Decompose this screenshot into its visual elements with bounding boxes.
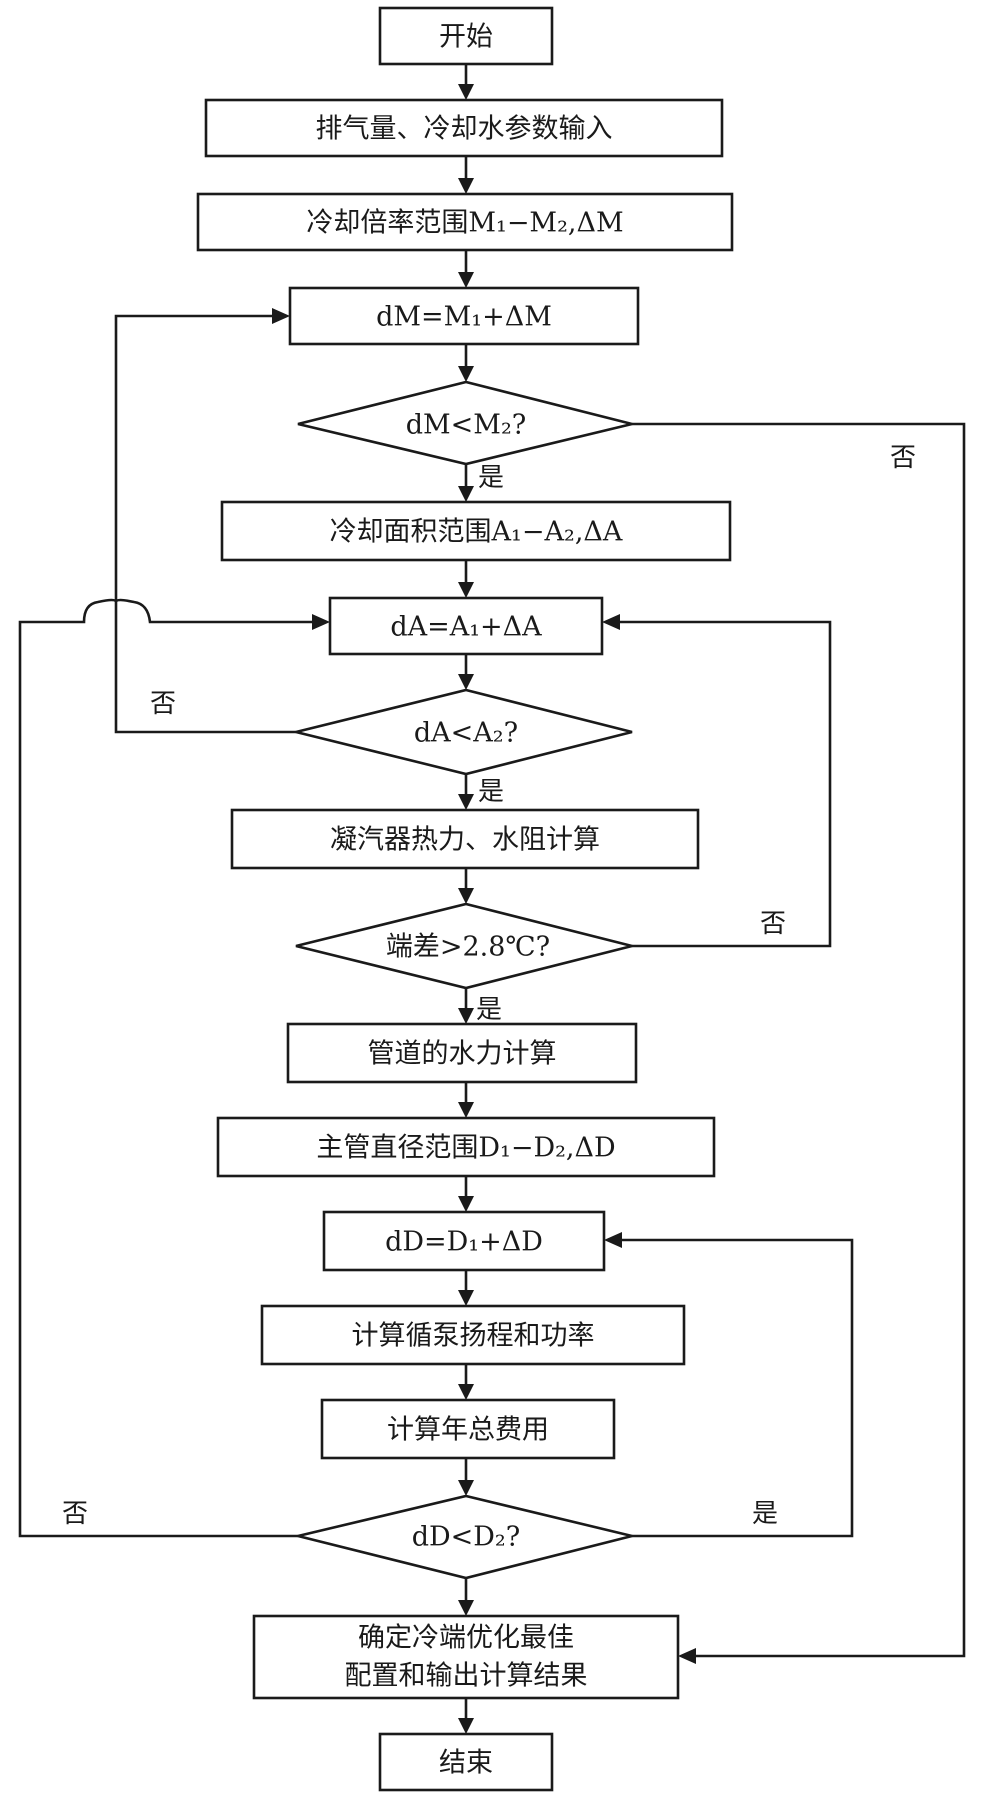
pump-calc-node: [260, 1304, 686, 1366]
step-a-node: [328, 596, 604, 656]
arrowhead: [602, 614, 620, 630]
step-a-node-label: dA=A₁+ΔA: [390, 612, 542, 643]
start-node-label: 开始: [439, 22, 493, 53]
end-node-label: 结束: [439, 1748, 493, 1779]
arrowhead: [458, 1102, 474, 1118]
check-a-decision: [295, 688, 633, 776]
flowchart-edges: [18, 64, 966, 1734]
arrowhead: [458, 1196, 474, 1212]
pipe-calc-node-label: 管道的水力计算: [368, 1039, 557, 1070]
cost-calc-node: [320, 1398, 616, 1460]
arrowhead: [604, 1232, 622, 1248]
arrowhead: [458, 794, 474, 810]
range-a-node-label: 冷却面积范围A₁−A₂,ΔA: [330, 517, 623, 548]
step-d-node-label: dD=D₁+ΔD: [385, 1227, 543, 1258]
check-d-yes-label: 是: [752, 1499, 778, 1529]
pump-calc-node-label: 计算循泵扬程和功率: [352, 1321, 595, 1352]
input-node-label: 排气量、冷却水参数输入: [316, 114, 613, 145]
arrowhead: [458, 1480, 474, 1496]
arrowhead: [458, 486, 474, 502]
check-a-no-label: 否: [150, 689, 176, 719]
edge-check-td-no-loop: [618, 620, 832, 948]
range-d-node-label: 主管直径范围D₁−D₂,ΔD: [316, 1133, 615, 1164]
check-td-yes-label: 是: [476, 995, 502, 1025]
check-m-no-label: 否: [890, 443, 916, 473]
arrowhead: [458, 1600, 474, 1616]
arrowhead: [458, 272, 474, 288]
arrowhead: [458, 582, 474, 598]
edge-check-d-yes-loop: [620, 1238, 854, 1538]
result-node-label-line1: 确定冷端优化最佳: [358, 1623, 574, 1654]
check-td-decision: [295, 902, 633, 990]
check-a-decision-label: dA<A₂?: [414, 718, 518, 749]
check-d-decision-label: dD<D₂?: [412, 1522, 521, 1553]
arrowhead: [458, 1718, 474, 1734]
input-node: [204, 98, 724, 158]
check-td-no-label: 否: [760, 909, 786, 939]
edge-check-m-no-loop: [632, 422, 966, 1658]
end-node: [378, 1732, 554, 1792]
arrowhead: [458, 674, 474, 690]
arrowhead: [458, 888, 474, 904]
check-d-decision: [297, 1494, 633, 1580]
flowchart-nodes: 开始 排气量、冷却水参数输入 冷却倍率范围M₁−M₂,ΔM dM=M₁+ΔM d…: [196, 6, 734, 1792]
arrowhead: [458, 1008, 474, 1024]
arrowhead: [458, 1290, 474, 1306]
start-node: [378, 6, 554, 66]
check-td-decision-label: 端差>2.8℃?: [386, 932, 550, 963]
range-a-node: [220, 500, 732, 562]
pipe-calc-node: [286, 1022, 638, 1084]
arrowhead: [458, 178, 474, 194]
step-m-node-label: dM=M₁+ΔM: [376, 302, 552, 333]
step-d-node: [322, 1210, 606, 1272]
edge-labels: 是 否 是 否 是 否 是 否: [62, 443, 916, 1529]
range-m-node-label: 冷却倍率范围M₁−M₂,ΔM: [306, 208, 623, 239]
range-m-node: [196, 192, 734, 252]
arrowhead: [458, 1384, 474, 1400]
arrowhead: [458, 366, 474, 382]
result-node-label-line2: 配置和输出计算结果: [345, 1661, 588, 1692]
arrowhead: [312, 614, 330, 630]
edge-check-a-no-loop: [114, 314, 296, 734]
check-d-no-label: 否: [62, 1499, 88, 1529]
edge-check-d-no-loop: [18, 598, 314, 1538]
condenser-calc-node-label: 凝汽器热力、水阻计算: [330, 825, 600, 856]
arrowhead: [272, 308, 290, 324]
check-a-yes-label: 是: [478, 777, 504, 807]
step-m-node: [288, 286, 640, 346]
check-m-decision: [297, 380, 633, 466]
check-m-yes-label: 是: [478, 463, 504, 493]
condenser-calc-node: [230, 808, 700, 870]
arrowhead: [678, 1648, 696, 1664]
range-d-node: [216, 1116, 716, 1178]
check-m-decision-label: dM<M₂?: [406, 410, 527, 441]
cost-calc-node-label: 计算年总费用: [387, 1415, 549, 1446]
arrowhead: [458, 84, 474, 100]
result-node: [252, 1614, 680, 1700]
